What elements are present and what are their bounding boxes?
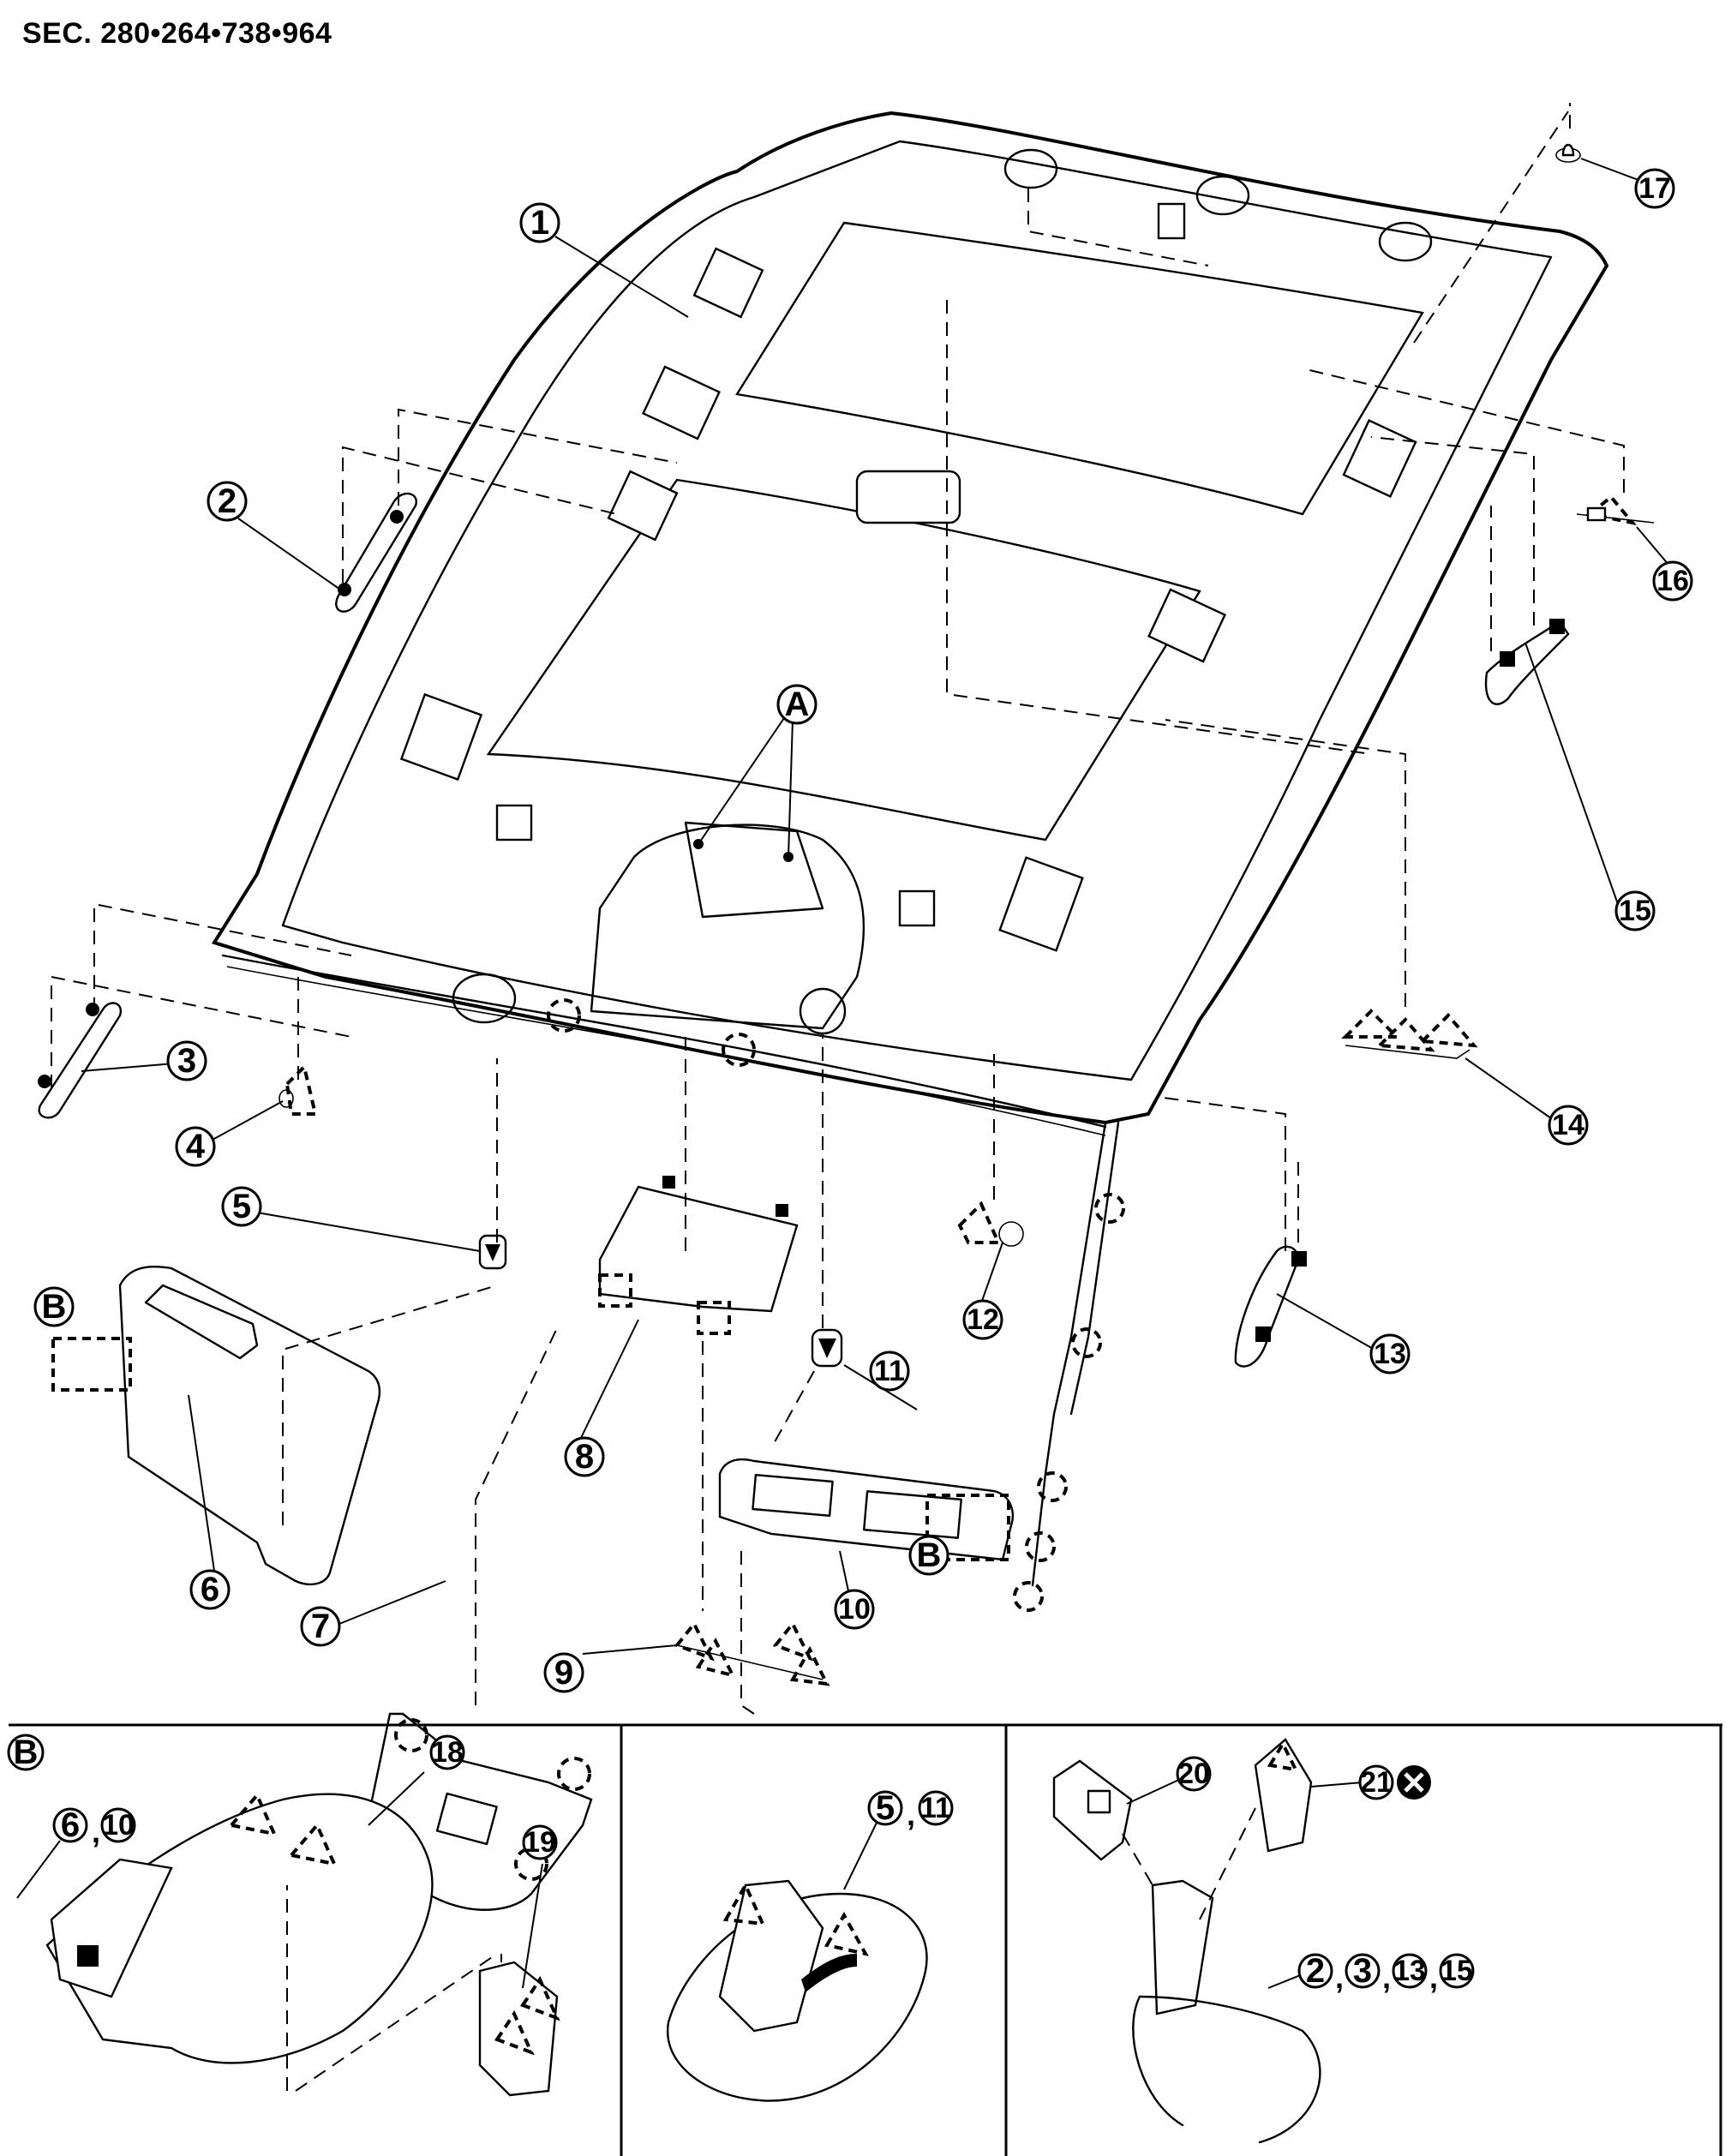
x-circle-icon xyxy=(1397,1765,1431,1800)
callout-12: 12 xyxy=(962,1299,1003,1340)
svg-text:21: 21 xyxy=(1360,1766,1393,1799)
callout-13: 13 xyxy=(1369,1333,1411,1374)
grip-panel-callout-13: 13 xyxy=(1392,1953,1428,1989)
callout-16: 16 xyxy=(1652,560,1693,602)
callout-2: 2 xyxy=(207,481,248,522)
left-side-brackets xyxy=(399,247,764,841)
clip-17 xyxy=(1555,143,1581,163)
svg-text:11: 11 xyxy=(874,1355,905,1387)
svg-text:16: 16 xyxy=(1656,565,1689,597)
svg-text:11: 11 xyxy=(920,1792,951,1824)
grip-panel-callout-20: 20 xyxy=(1176,1756,1212,1792)
svg-text:15: 15 xyxy=(1619,895,1651,927)
assembly-guide-lines xyxy=(51,103,1625,1715)
callout-4: 4 xyxy=(175,1126,216,1167)
svg-text:15: 15 xyxy=(1441,1955,1473,1987)
grip-panel-callout-21: 21 xyxy=(1358,1764,1394,1800)
callout-14: 14 xyxy=(1548,1105,1589,1146)
svg-text:17: 17 xyxy=(1638,172,1671,205)
bracket-14 xyxy=(1341,1009,1478,1059)
panel-b-callout-19: 19 xyxy=(522,1824,558,1860)
svg-text:12: 12 xyxy=(967,1303,999,1336)
svg-text:A: A xyxy=(785,686,810,723)
svg-text:3: 3 xyxy=(177,1042,196,1080)
callout-7: 7 xyxy=(300,1606,341,1647)
separator: , xyxy=(907,1797,915,1832)
svg-text:4: 4 xyxy=(186,1128,206,1165)
svg-text:6: 6 xyxy=(201,1571,219,1608)
grip-panel-callout-2: 2 xyxy=(1297,1952,1333,1990)
grip-panel-callout-3: 3 xyxy=(1345,1952,1381,1990)
separator: , xyxy=(92,1814,100,1849)
callout-a: A xyxy=(776,684,818,725)
detail-panel-b: B 6 , 10 18 19 xyxy=(7,1734,560,2097)
clip-16 xyxy=(1576,494,1655,526)
svg-text:5: 5 xyxy=(876,1789,895,1827)
svg-text:6: 6 xyxy=(61,1806,80,1844)
svg-text:10: 10 xyxy=(838,1593,871,1626)
separator: , xyxy=(1382,1960,1391,1995)
assist-grip-rear-left xyxy=(38,1002,123,1119)
svg-text:3: 3 xyxy=(1353,1952,1372,1990)
sun-visor-right xyxy=(718,1458,1014,1561)
callout-5: 5 xyxy=(221,1186,262,1227)
panel-b-title: B xyxy=(7,1734,45,1771)
clip-panel-callout-11: 11 xyxy=(918,1790,954,1826)
callout-b-right: B xyxy=(908,1535,949,1576)
svg-text:13: 13 xyxy=(1393,1955,1426,1987)
detail-panels-frame xyxy=(9,1723,1722,2156)
grip-panel-callout-15: 15 xyxy=(1439,1953,1475,1989)
headlining-roof-trim xyxy=(211,111,1609,1612)
svg-text:7: 7 xyxy=(311,1608,330,1645)
sun-visor-left xyxy=(51,1266,381,1586)
detail-panel-assist-grip: 20 21 2 , 3 , 13 , 15 xyxy=(1052,1738,1475,2144)
svg-text:13: 13 xyxy=(1374,1338,1406,1370)
callout-17: 17 xyxy=(1634,168,1675,209)
svg-text:1: 1 xyxy=(530,204,549,242)
svg-text:B: B xyxy=(917,1536,942,1574)
panel-b-callout-10: 10 xyxy=(100,1807,136,1843)
panel-b-callout-18: 18 xyxy=(429,1734,465,1770)
svg-text:2: 2 xyxy=(1306,1952,1325,1990)
assist-grip-front-left xyxy=(335,492,417,613)
map-lamp-8 xyxy=(598,1176,799,1335)
clip-12 xyxy=(957,1201,1024,1247)
callout-1: 1 xyxy=(519,202,560,243)
svg-text:10: 10 xyxy=(102,1809,135,1842)
svg-text:19: 19 xyxy=(524,1826,556,1859)
sun-visor-holder-11 xyxy=(811,1328,843,1368)
sun-visor-holder-5 xyxy=(478,1234,507,1270)
svg-text:B: B xyxy=(42,1288,67,1326)
separator: , xyxy=(1335,1960,1344,1995)
svg-text:2: 2 xyxy=(218,482,237,520)
svg-text:18: 18 xyxy=(431,1736,464,1769)
bracket-9 xyxy=(674,1620,830,1686)
svg-text:14: 14 xyxy=(1552,1109,1584,1141)
svg-text:8: 8 xyxy=(575,1438,594,1476)
panel-b-callout-6: 6 xyxy=(52,1806,88,1844)
callout-6: 6 xyxy=(189,1569,231,1610)
svg-text:20: 20 xyxy=(1177,1758,1210,1790)
svg-text:9: 9 xyxy=(554,1654,573,1692)
callout-15: 15 xyxy=(1614,890,1656,931)
assist-grip-rear-right xyxy=(1234,1245,1307,1368)
callout-3: 3 xyxy=(166,1040,207,1081)
callout-b-left: B xyxy=(33,1286,75,1327)
detail-panel-clip: 5 , 11 xyxy=(666,1789,954,2102)
svg-text:B: B xyxy=(14,1734,39,1771)
clip-panel-callout-5: 5 xyxy=(867,1789,903,1827)
callout-8: 8 xyxy=(564,1436,605,1477)
section-title: SEC. 280•264•738•964 xyxy=(22,17,332,50)
right-side-brackets xyxy=(855,419,1417,952)
assist-grip-front-right xyxy=(1484,619,1570,705)
callout-9: 9 xyxy=(543,1652,584,1693)
svg-text:5: 5 xyxy=(232,1188,251,1225)
callout-11: 11 xyxy=(869,1350,910,1392)
callout-10: 10 xyxy=(834,1589,875,1630)
separator: , xyxy=(1429,1960,1438,1995)
